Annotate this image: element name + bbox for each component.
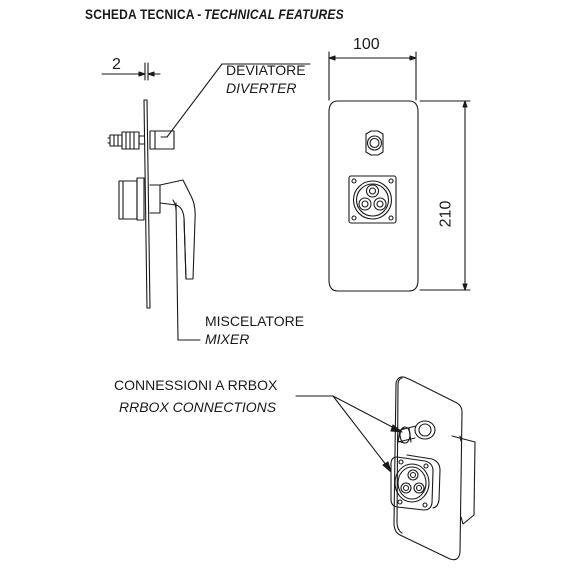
front-view [328, 51, 471, 292]
mixer-iso [390, 454, 441, 511]
diverter-front [365, 130, 384, 156]
diverter-label-it: DEVIATORE [226, 62, 306, 78]
page-title: SCHEDA TECNICA-TECHNICAL FEATURES [85, 6, 344, 22]
mixer-side [118, 177, 196, 280]
mixer-leader [175, 202, 201, 341]
iso-view [390, 376, 476, 561]
diverter-leader [166, 63, 311, 138]
thickness-value: 2 [112, 56, 121, 73]
mixer-label-en: MIXER [205, 331, 250, 347]
width-value: 100 [353, 36, 380, 53]
mixer-label-it: MISCELATORE [205, 313, 305, 329]
title-english: TECHNICAL FEATURES [204, 6, 344, 22]
width-dimension [328, 51, 417, 101]
connections-label-it: CONNESSIONI A RRBOX [114, 377, 278, 393]
side-view [101, 62, 196, 309]
iso-plate [393, 376, 463, 561]
title-separator: - [197, 6, 202, 22]
diverter-iso [397, 420, 436, 444]
mixer-front [348, 175, 397, 224]
diverter-side [107, 130, 175, 150]
connections-leader [295, 395, 403, 473]
height-dimension [419, 100, 471, 291]
title-italian: SCHEDA TECNICA [85, 6, 195, 22]
front-plate [328, 100, 419, 292]
side-plate [143, 99, 151, 309]
diverter-label-en: DIVERTER [226, 80, 297, 96]
height-value: 210 [437, 200, 455, 228]
thickness-dimension [101, 62, 161, 81]
connections-label-en: RRBOX CONNECTIONS [119, 399, 277, 415]
